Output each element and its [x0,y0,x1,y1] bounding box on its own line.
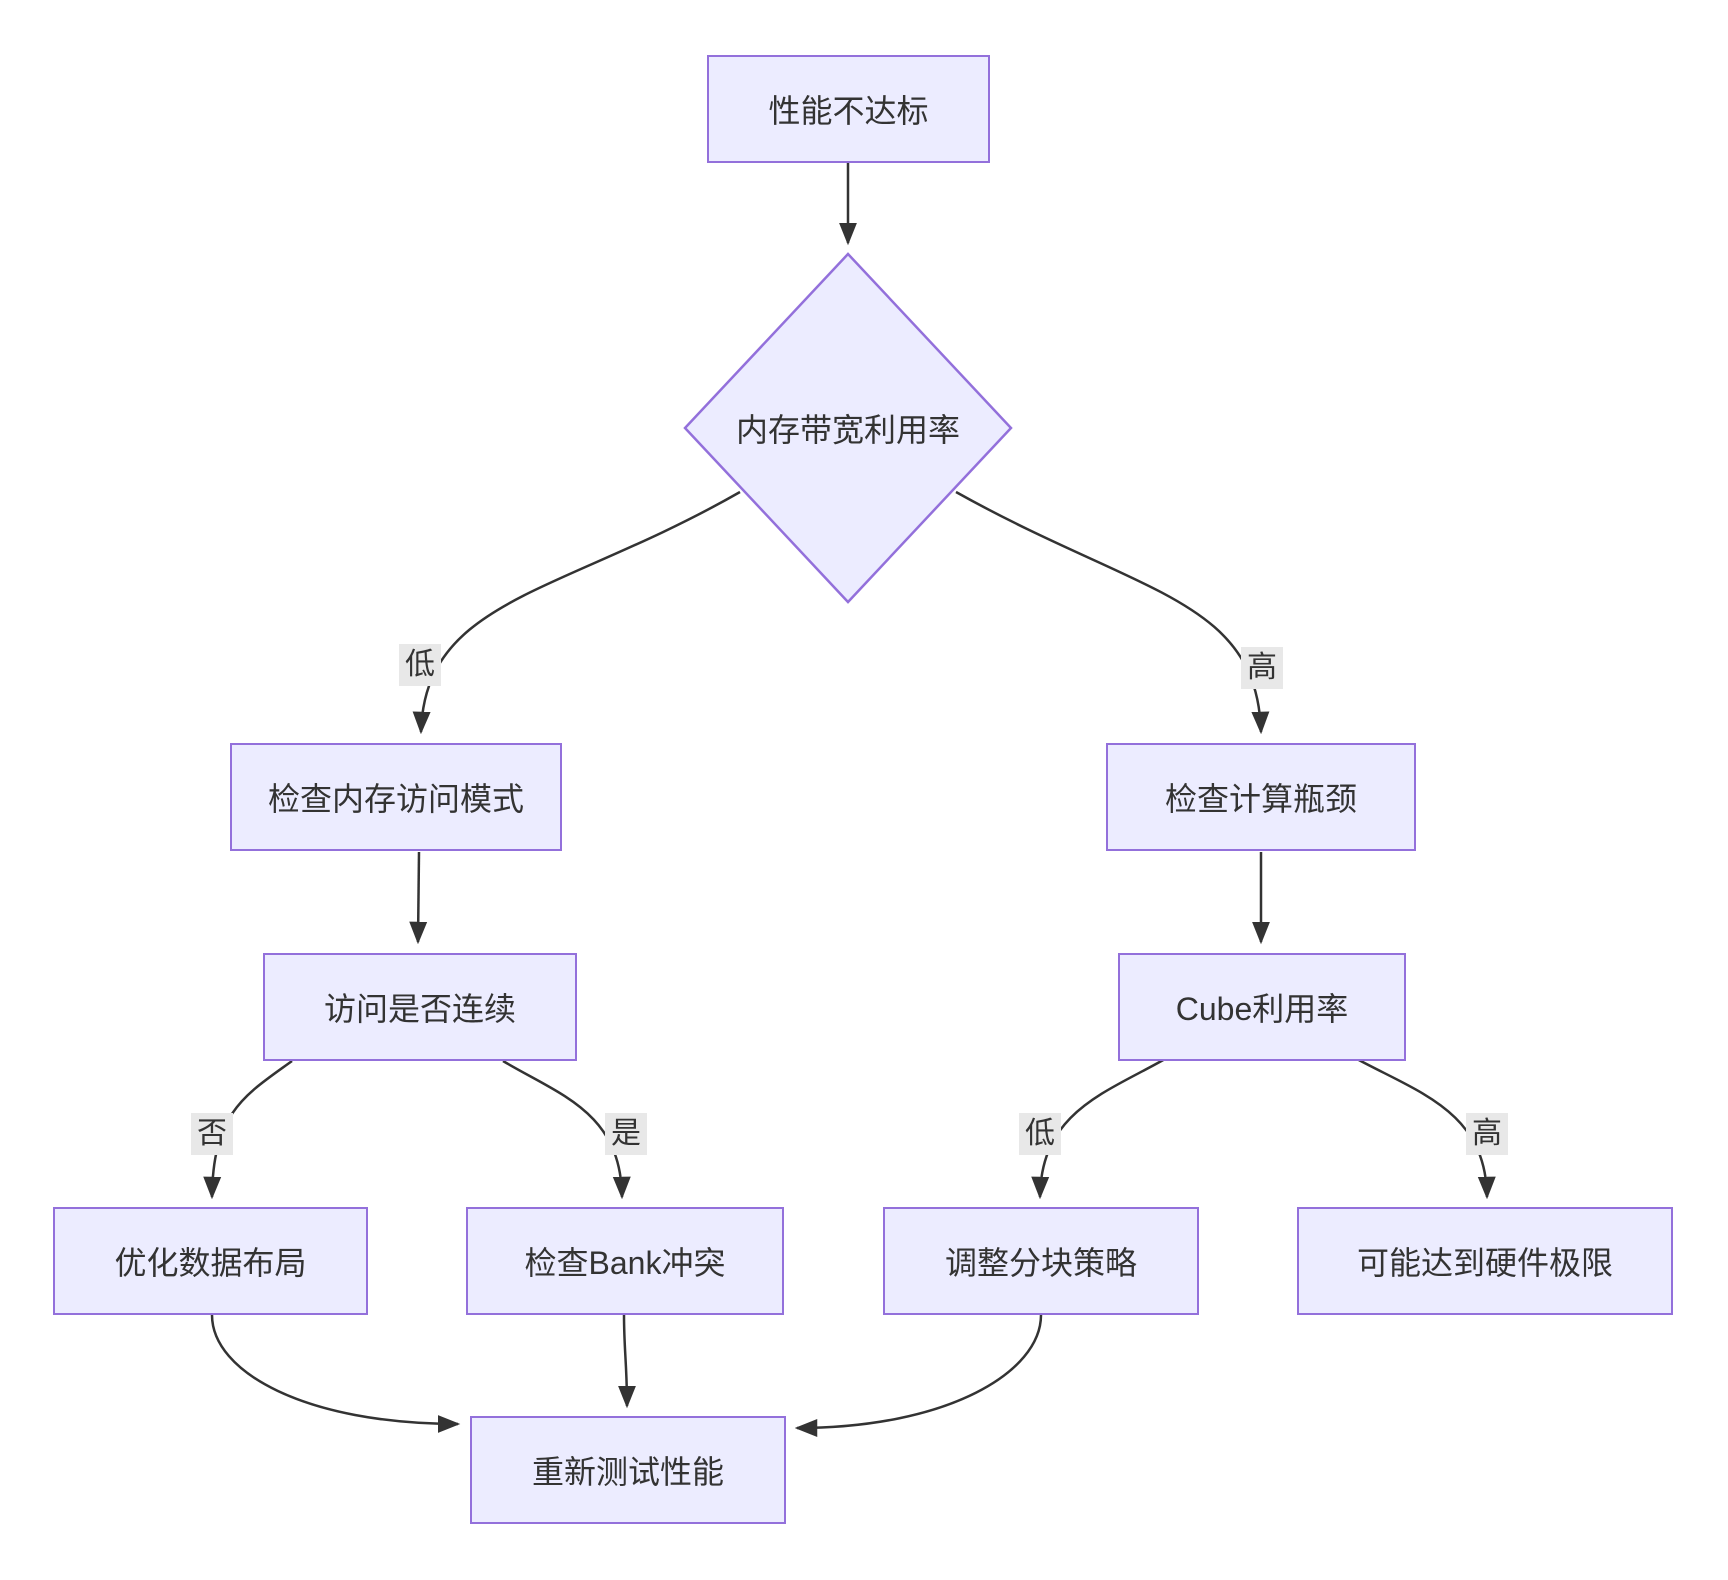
node-memory-bandwidth-decision-label: 内存带宽利用率 [735,412,960,448]
diamond-shape [683,252,1013,604]
node-performance-not-met: 性能不达标 [707,55,990,163]
node-performance-not-met-label: 性能不达标 [768,93,929,129]
node-access-contiguous-label: 访问是否连续 [323,991,516,1027]
edge-access-seq-to-check-bank [502,1059,631,1200]
node-check-bank-conflict: 检查Bank冲突 [466,1207,784,1315]
node-retest-performance: 重新测试性能 [470,1416,786,1524]
edge-label-low-bandwidth: 低 [399,644,441,686]
node-retest-performance-label: 重新测试性能 [531,1454,724,1490]
edge-label-yes: 是 [605,1113,647,1155]
node-adjust-tiling-strategy-label: 调整分块策略 [944,1245,1137,1281]
edge-cube-util-to-adjust-tile [1031,1057,1166,1200]
node-hardware-limit: 可能达到硬件极限 [1297,1207,1673,1315]
edge-label-high-cube: 高 [1466,1113,1508,1155]
node-optimize-data-layout: 优化数据布局 [53,1207,368,1315]
node-cube-utilization: Cube利用率 [1118,953,1406,1061]
node-check-compute-bottleneck: 检查计算瓶颈 [1106,743,1416,851]
node-check-compute-bottleneck-label: 检查计算瓶颈 [1164,781,1357,817]
edge-cube-util-to-hw-limit [1356,1057,1496,1200]
edge-label-high-bandwidth: 高 [1241,647,1283,689]
node-cube-utilization-label: Cube利用率 [1175,991,1349,1027]
node-check-memory-access: 检查内存访问模式 [230,743,562,851]
node-optimize-data-layout-label: 优化数据布局 [114,1245,307,1281]
node-check-memory-access-label: 检查内存访问模式 [267,781,524,817]
node-check-bank-conflict-label: 检查Bank冲突 [524,1245,726,1281]
edge-adjust-tile-to-retest [794,1314,1043,1437]
node-adjust-tiling-strategy: 调整分块策略 [883,1207,1199,1315]
node-access-contiguous: 访问是否连续 [263,953,577,1061]
edge-label-no: 否 [191,1113,233,1155]
edge-opt-layout-to-retest [210,1314,461,1433]
node-memory-bandwidth-decision: 内存带宽利用率 [683,252,1013,604]
edge-access-seq-to-opt-layout [203,1059,293,1200]
node-hardware-limit-label: 可能达到硬件极限 [1356,1245,1613,1281]
edge-check-bank-to-retest [617,1314,636,1409]
edge-label-low-cube: 低 [1019,1113,1061,1155]
edge-check-memory-to-access-seq [409,851,428,945]
